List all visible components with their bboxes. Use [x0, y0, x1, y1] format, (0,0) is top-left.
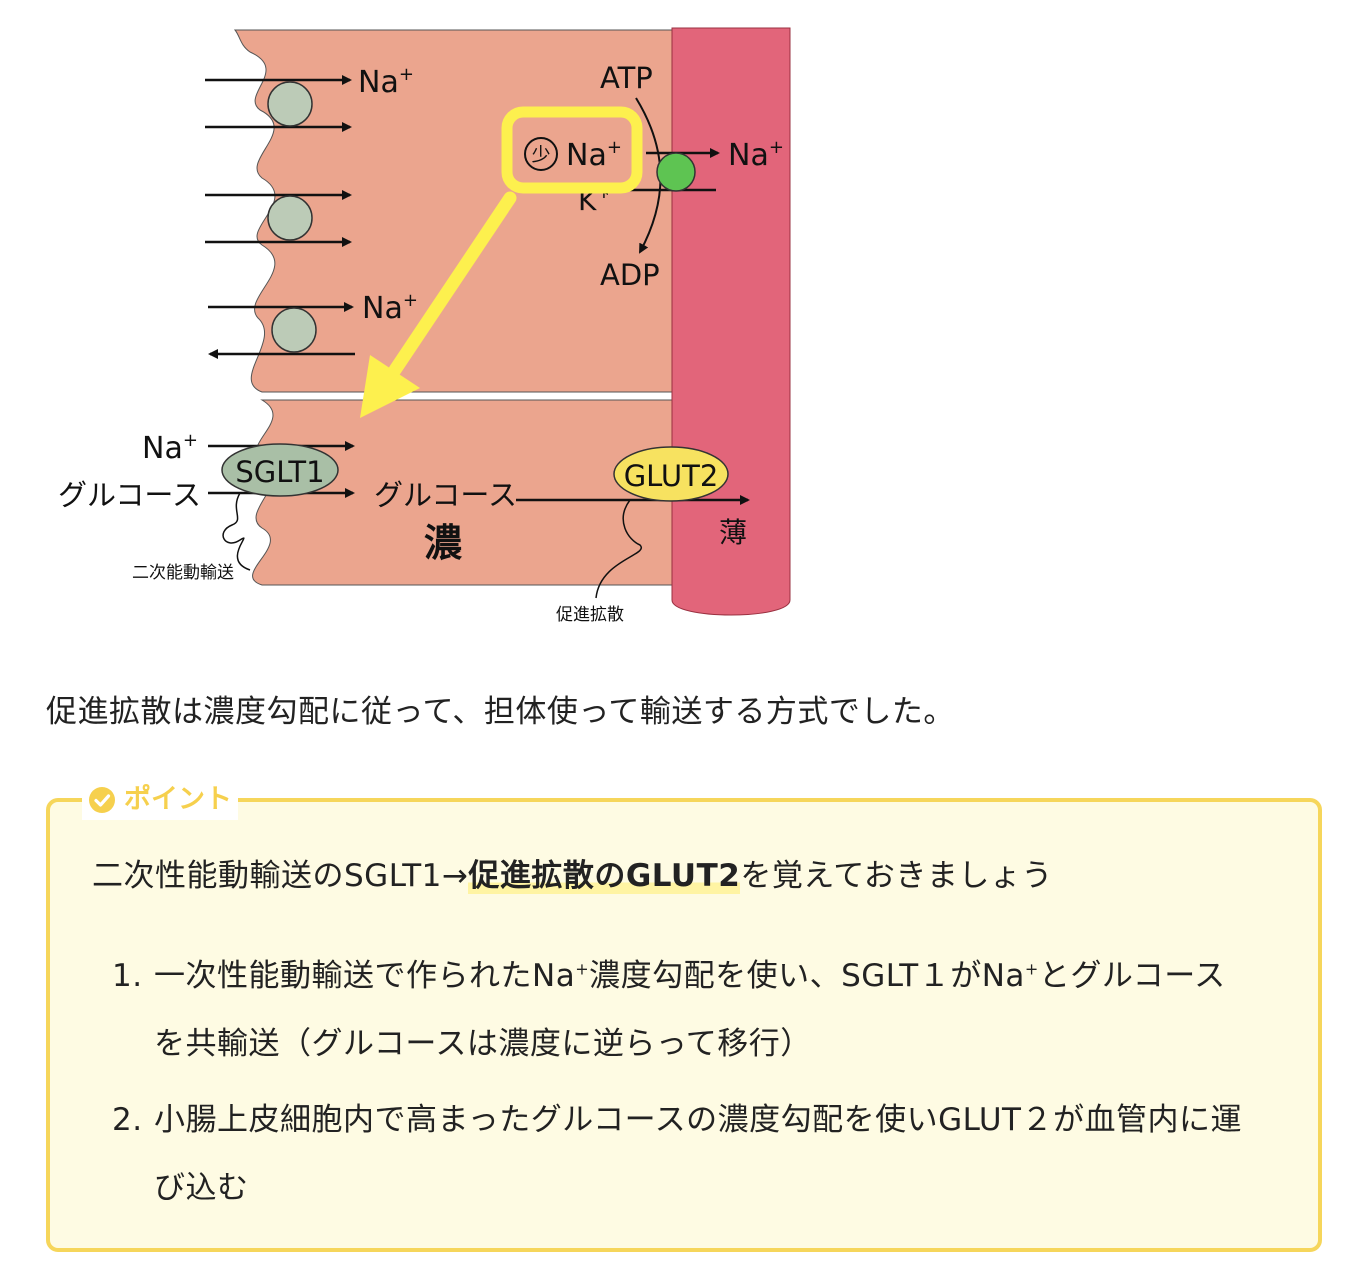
adp-label: ADP	[600, 258, 660, 292]
point-box: ポイント 二次性能動輸送のSGLT1→促進拡散のGLUT2を覚えておきましょう …	[46, 780, 1322, 1252]
glucose-mid-label: グルコース	[374, 478, 517, 512]
point-title-text: ポイント	[124, 784, 232, 815]
point-lead: 二次性能動輸送のSGLT1→促進拡散のGLUT2を覚えておきましょう	[92, 858, 1053, 894]
atp-label: ATP	[600, 61, 653, 95]
glut2-label: GLUT2	[624, 459, 719, 493]
facilitated-label: 促進拡散	[556, 605, 624, 625]
sglt1-label: SGLT1	[235, 455, 324, 489]
gradient-arrow-shaft	[388, 191, 517, 377]
gradient-arrow-head	[360, 355, 420, 418]
low-mark-circle	[524, 137, 558, 171]
low-na-highlight-box	[501, 106, 643, 194]
na-left-label: Na+	[142, 430, 198, 466]
upper-cell	[233, 29, 681, 393]
na-label-top: Na+	[358, 64, 414, 100]
list-item: 1.一次性能動輸送で作られたNa+濃度勾配を使い、SGLT１がNa+とグルコース…	[112, 958, 1226, 1062]
point-list: 1.一次性能動輸送で作られたNa+濃度勾配を使い、SGLT１がNa+とグルコース…	[112, 942, 1252, 1230]
sglt1-callout-line	[222, 492, 251, 571]
lower-cell	[252, 399, 681, 586]
intro-text: 促進拡散は濃度勾配に従って、担体使って輸送する方式でした。	[46, 694, 955, 730]
sglt1-transporter	[221, 443, 339, 497]
glucose-left-label: グルコース	[58, 478, 201, 512]
point-title: ポイント	[82, 780, 238, 820]
glut2-callout-line	[595, 499, 643, 599]
upper-transporter-3	[208, 302, 355, 359]
na-right-label: Na+	[728, 137, 784, 173]
low-conc-label: 薄	[719, 516, 747, 549]
na-k-pump	[656, 152, 696, 192]
check-circle-icon	[89, 787, 115, 813]
secondary-active-label: 二次能動輸送	[132, 563, 234, 583]
list-item: 2.小腸上皮細胞内で高まったグルコースの濃度勾配を使いGLUT２が血管内に運び込…	[112, 1102, 1242, 1206]
upper-transporter-1	[205, 75, 352, 132]
upper-transporter-2	[205, 190, 352, 247]
intestinal-transport-diagram: Na+ Na+ ATP ADP Na+ K+ 少 Na+ SGLT1 Na+ グ…	[58, 27, 791, 625]
point-lead-emphasis: 促進拡散のGLUT2	[468, 858, 741, 894]
glut2-transporter	[613, 446, 729, 502]
na-pump-label: Na+	[566, 137, 622, 173]
low-mark: 少	[531, 144, 550, 166]
na-label-mid: Na+	[362, 290, 418, 326]
high-conc-label: 濃	[424, 521, 463, 565]
